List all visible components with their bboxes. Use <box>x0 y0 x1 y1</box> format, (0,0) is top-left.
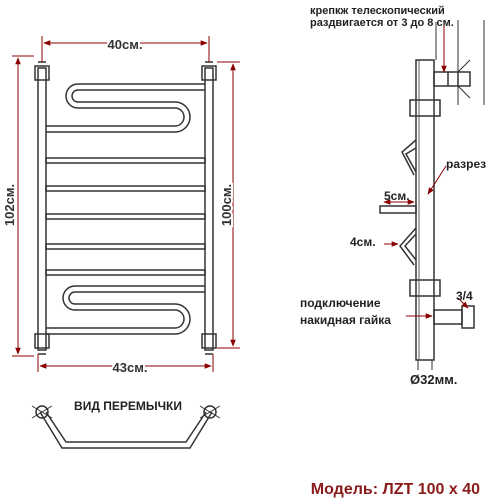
right-bottom-nut <box>201 333 217 349</box>
side-view <box>379 20 485 370</box>
jumper-outline-outer <box>39 411 213 449</box>
left-jumper-nut <box>35 405 49 419</box>
height-inner-label: 100см. <box>219 184 234 226</box>
telescopic-bracket <box>433 71 471 87</box>
right-top-nut <box>201 65 217 81</box>
lower-serpentine-loop <box>46 285 205 329</box>
thread-label: 3/4 <box>456 289 473 303</box>
crossbars <box>45 157 206 276</box>
upper-nut <box>409 99 441 117</box>
mount-note-line-2: раздвигается от 3 до 8 см. <box>310 17 454 29</box>
height-outer-label: 102см. <box>2 184 17 226</box>
connection-pipe <box>433 309 463 325</box>
left-top-nut <box>34 65 50 81</box>
width-top-label: 40см. <box>108 37 143 52</box>
lower-nut <box>409 279 441 297</box>
gap-label: разрез <box>446 157 486 171</box>
left-vertical-pipe <box>37 67 47 351</box>
model-label: Модель: ЛZТ 100 х 40 <box>311 481 480 498</box>
jumper-outline-inner <box>45 411 207 443</box>
upper-bent-loop <box>401 139 417 176</box>
top-view <box>31 405 221 449</box>
front-view <box>34 61 217 355</box>
top-view-title: ВИД ПЕРЕМЫЧКИ <box>74 399 182 413</box>
right-jumper-nut <box>203 405 217 419</box>
lower-bent-loop <box>399 227 417 266</box>
upper-serpentine-loop <box>46 83 205 127</box>
side-view-dimensions <box>383 24 469 319</box>
connection-nut <box>461 305 475 329</box>
front-view-dimensions <box>12 36 240 372</box>
offset-label: 4см. <box>350 235 376 249</box>
crossbar-section <box>379 205 417 214</box>
width-bottom-label: 43см. <box>113 360 148 375</box>
pipe-diameter-label: Ø32мм. <box>410 372 457 387</box>
right-vertical-pipe <box>204 67 214 351</box>
mount-note-line-1: крепкж телескопический <box>310 5 445 17</box>
left-bottom-nut <box>34 333 50 349</box>
connection-label-line-2: накидная гайка <box>300 313 391 327</box>
connection-label-line-1: подключение <box>300 296 381 310</box>
depth-label: 5см. <box>384 189 410 203</box>
